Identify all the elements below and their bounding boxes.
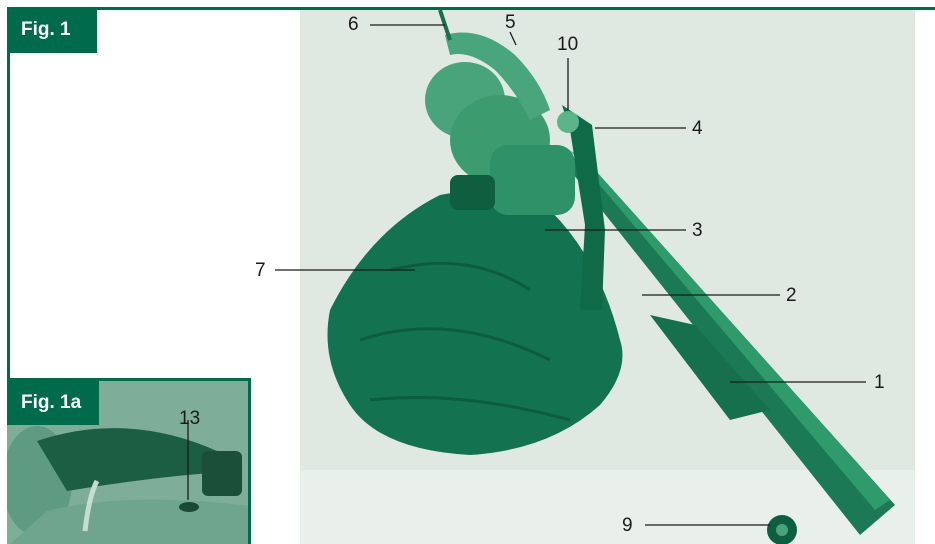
callout-6: 6 (348, 14, 359, 35)
figure-label: Fig. 1 (7, 7, 97, 53)
wheel (767, 515, 797, 544)
inset-figure: Fig. 1a 13 (7, 378, 251, 544)
callout-3: 3 (692, 220, 703, 241)
callout-7: 7 (255, 260, 266, 281)
frame-left-rule (7, 7, 10, 544)
blower-tube (550, 145, 895, 535)
inset-label: Fig. 1a (7, 381, 99, 425)
callout-13: 13 (179, 408, 201, 429)
callout-9: 9 (622, 515, 633, 536)
callout-4: 4 (692, 118, 703, 139)
callout-1: 1 (874, 372, 885, 393)
callout-5: 5 (505, 12, 516, 33)
motor-housing (425, 62, 575, 215)
frame-top-rule (7, 7, 935, 10)
leaf-blower-photo (300, 10, 915, 544)
handle (438, 10, 550, 120)
bag (327, 190, 623, 455)
callout-2: 2 (786, 285, 797, 306)
callout-10: 10 (557, 34, 579, 55)
shoulder-strap (557, 105, 605, 310)
